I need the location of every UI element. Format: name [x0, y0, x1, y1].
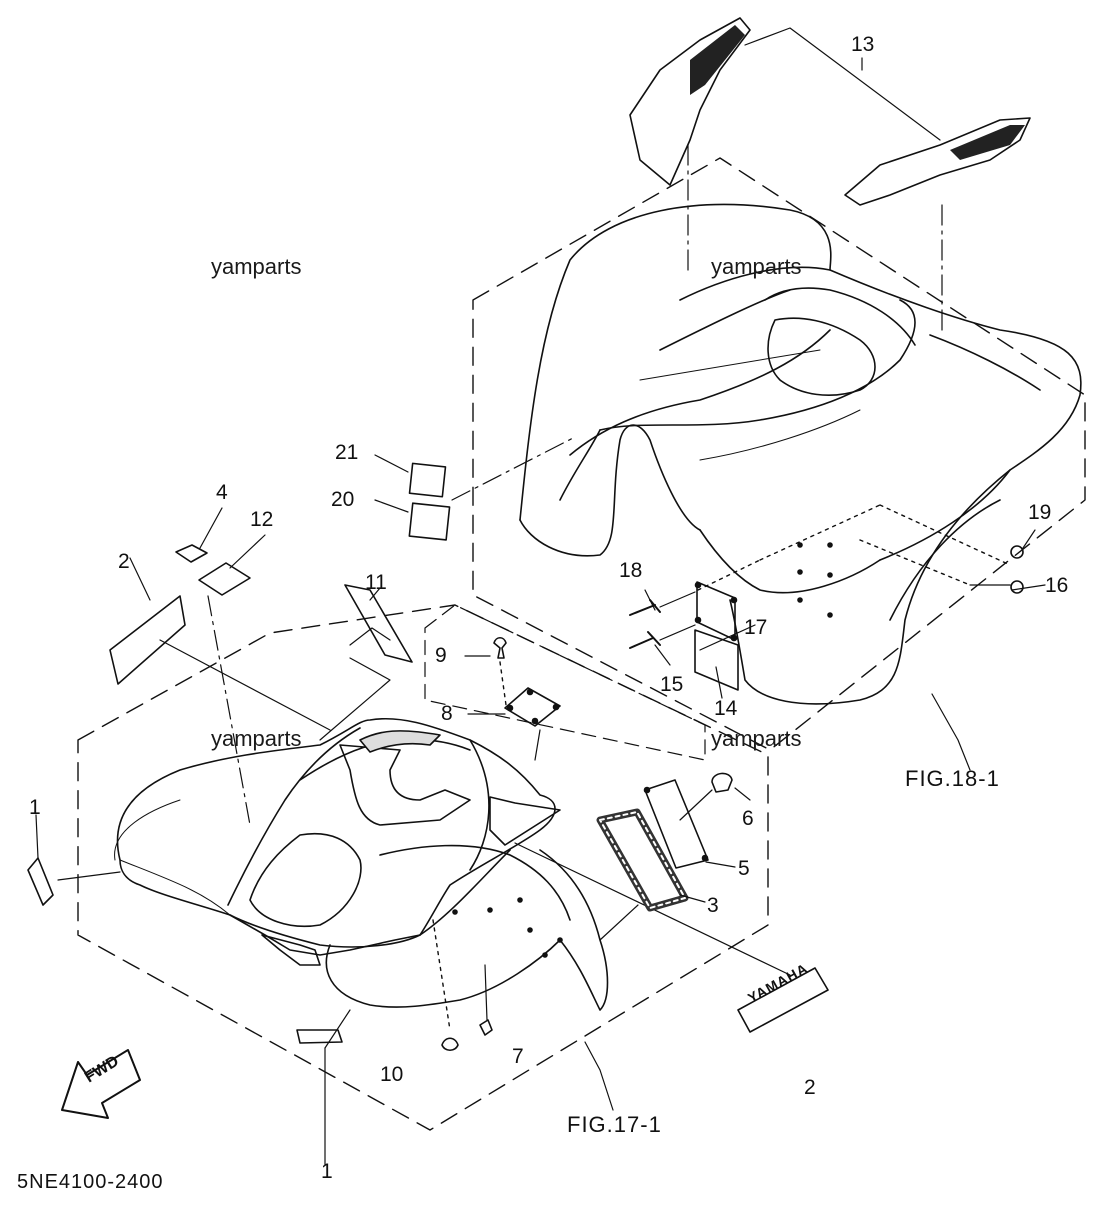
- parts-3-5-6-covers: [596, 772, 751, 941]
- part-label: 21: [335, 441, 359, 464]
- part-label: 20: [331, 488, 355, 511]
- watermark: yamparts: [211, 254, 302, 279]
- part-13-decals: [629, 17, 1031, 336]
- rear-fender-region: [472, 157, 1086, 751]
- part-label: 3: [707, 894, 719, 917]
- part-label: 8: [441, 702, 453, 725]
- watermark: yamparts: [711, 254, 802, 279]
- part-label: 16: [1045, 574, 1069, 597]
- rear-fender: [519, 203, 1082, 705]
- yamaha-emblem: [737, 967, 829, 1033]
- part-label: 7: [512, 1045, 524, 1068]
- part-label: 5: [738, 857, 750, 880]
- part-label: 11: [365, 571, 387, 594]
- part-label: 6: [742, 807, 754, 830]
- part-label: 19: [1028, 501, 1052, 524]
- watermark: yamparts: [211, 726, 302, 751]
- fwd-arrow-icon: [61, 1049, 141, 1119]
- part-label: 14: [714, 697, 738, 720]
- part-label: 18: [619, 559, 643, 582]
- part-label: 4: [216, 481, 228, 504]
- parts-8-9-hardware: [464, 636, 561, 761]
- part-label: 2: [118, 550, 130, 573]
- front-decals: [27, 507, 413, 1166]
- watermark: yamparts: [711, 726, 802, 751]
- part-label: 10: [380, 1063, 404, 1086]
- parts-20-21-plates: [374, 436, 576, 541]
- diagram-code: 5NE4100-2400: [17, 1171, 164, 1193]
- part-label: 1: [321, 1160, 333, 1183]
- part-label: 13: [851, 33, 875, 56]
- figure-ref: FIG.18-1: [905, 766, 1000, 791]
- part-label: 17: [744, 616, 768, 639]
- figure-ref-leaders: [584, 693, 971, 1111]
- figure-ref: FIG.17-1: [567, 1112, 662, 1137]
- part-label: 15: [660, 673, 684, 696]
- front-fender-region: [77, 604, 769, 1131]
- part-label: 12: [250, 508, 274, 531]
- parts-14-19-hardware: [629, 504, 1046, 699]
- part-label: 9: [435, 644, 447, 667]
- part-label: 1: [29, 796, 41, 819]
- part-label: 2: [804, 1076, 816, 1099]
